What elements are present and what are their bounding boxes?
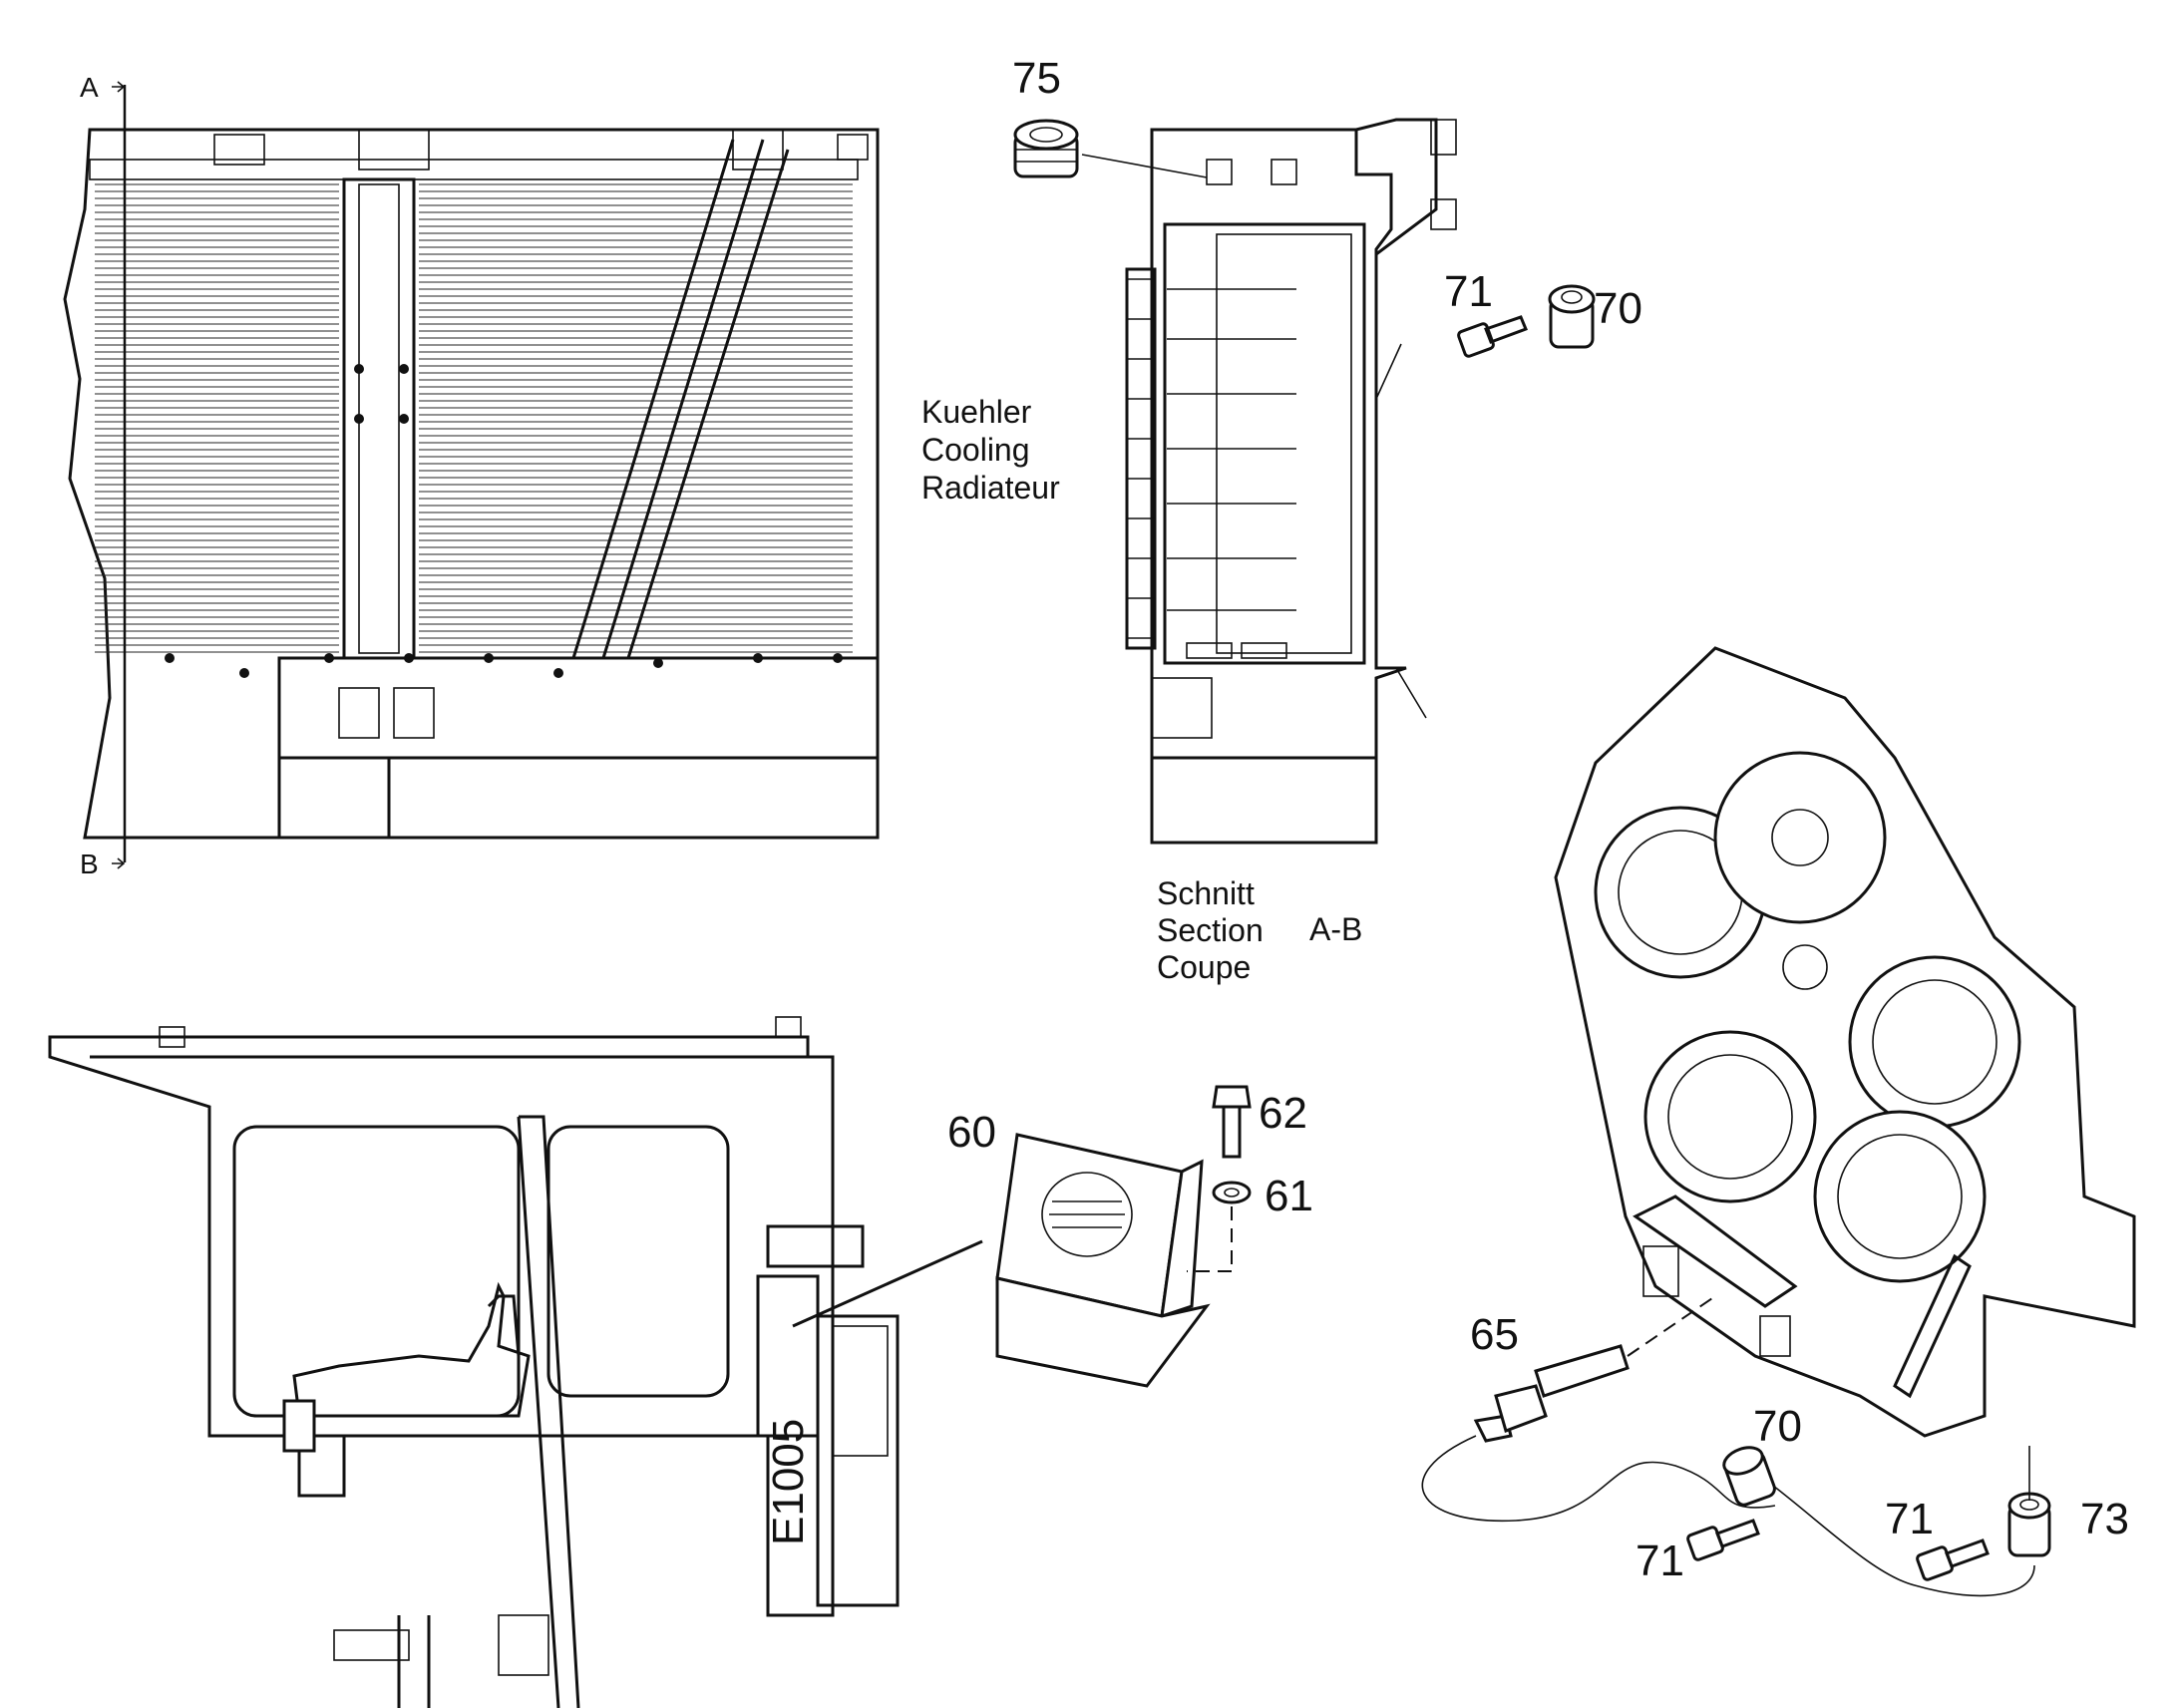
- part-70-bushing-top: [1548, 284, 1596, 349]
- callout-70-top: 70: [1594, 284, 1642, 333]
- part-71-screw-top: [1457, 315, 1528, 358]
- bolt: [484, 653, 494, 663]
- part-71-screw-bottom-left: [1686, 1519, 1760, 1561]
- callout-71-top: 71: [1444, 267, 1493, 316]
- bolt: [399, 414, 409, 424]
- part-73-bushing: [1772, 1446, 2051, 1597]
- callout-70-bottom: 70: [1753, 1402, 1802, 1451]
- operator-cab: E1005: [48, 1016, 900, 1708]
- radiator-caption-de: Kuehler: [921, 394, 1032, 430]
- callout-71-bottom-right: 71: [1885, 1495, 1934, 1543]
- part-75-grommet: [1013, 119, 1208, 178]
- bolt: [833, 653, 843, 663]
- bolt: [324, 653, 334, 663]
- bolt: [553, 668, 563, 678]
- callout-75: 75: [1012, 54, 1061, 103]
- callout-73: 73: [2080, 1495, 2129, 1543]
- radiator-caption-en: Cooling: [921, 432, 1030, 468]
- bolt: [399, 364, 409, 374]
- radiator-section-view: [1125, 118, 1457, 845]
- part-70-bushing-bottom: [1722, 1446, 1776, 1507]
- part-61-washer: [1187, 1181, 1252, 1272]
- section-caption-en: Section: [1157, 912, 1264, 948]
- radiator-front-view: A B: [63, 72, 880, 879]
- bolt: [239, 668, 249, 678]
- callout-65: 65: [1470, 1310, 1519, 1359]
- part-65-sensor: [1421, 1295, 1776, 1523]
- frame-bolts: [165, 364, 843, 678]
- radiator-fins: [95, 183, 853, 653]
- section-id: A-B: [1309, 911, 1362, 947]
- gearbox-housing: [1554, 646, 2136, 1438]
- bolt: [354, 364, 364, 374]
- part-60-heater: [792, 1133, 1211, 1388]
- part-71-screw-bottom-right: [1916, 1538, 1990, 1581]
- bolt: [753, 653, 763, 663]
- section-caption-de: Schnitt: [1157, 875, 1255, 911]
- bolt: [354, 414, 364, 424]
- bolt: [404, 653, 414, 663]
- part-62-bolt: [1212, 1085, 1252, 1159]
- callout-71-bottom-left: 71: [1635, 1537, 1684, 1585]
- radiator-caption-fr: Radiateur: [921, 470, 1060, 506]
- bolt: [165, 653, 175, 663]
- callout-61: 61: [1265, 1172, 1313, 1220]
- section-caption-fr: Coupe: [1157, 949, 1251, 985]
- section-marker-a: A: [80, 72, 99, 103]
- section-marker-b: B: [80, 849, 99, 879]
- cab-code: E1005: [764, 1419, 813, 1545]
- callout-60: 60: [947, 1108, 996, 1157]
- bolt: [653, 658, 663, 668]
- callout-62: 62: [1259, 1089, 1307, 1138]
